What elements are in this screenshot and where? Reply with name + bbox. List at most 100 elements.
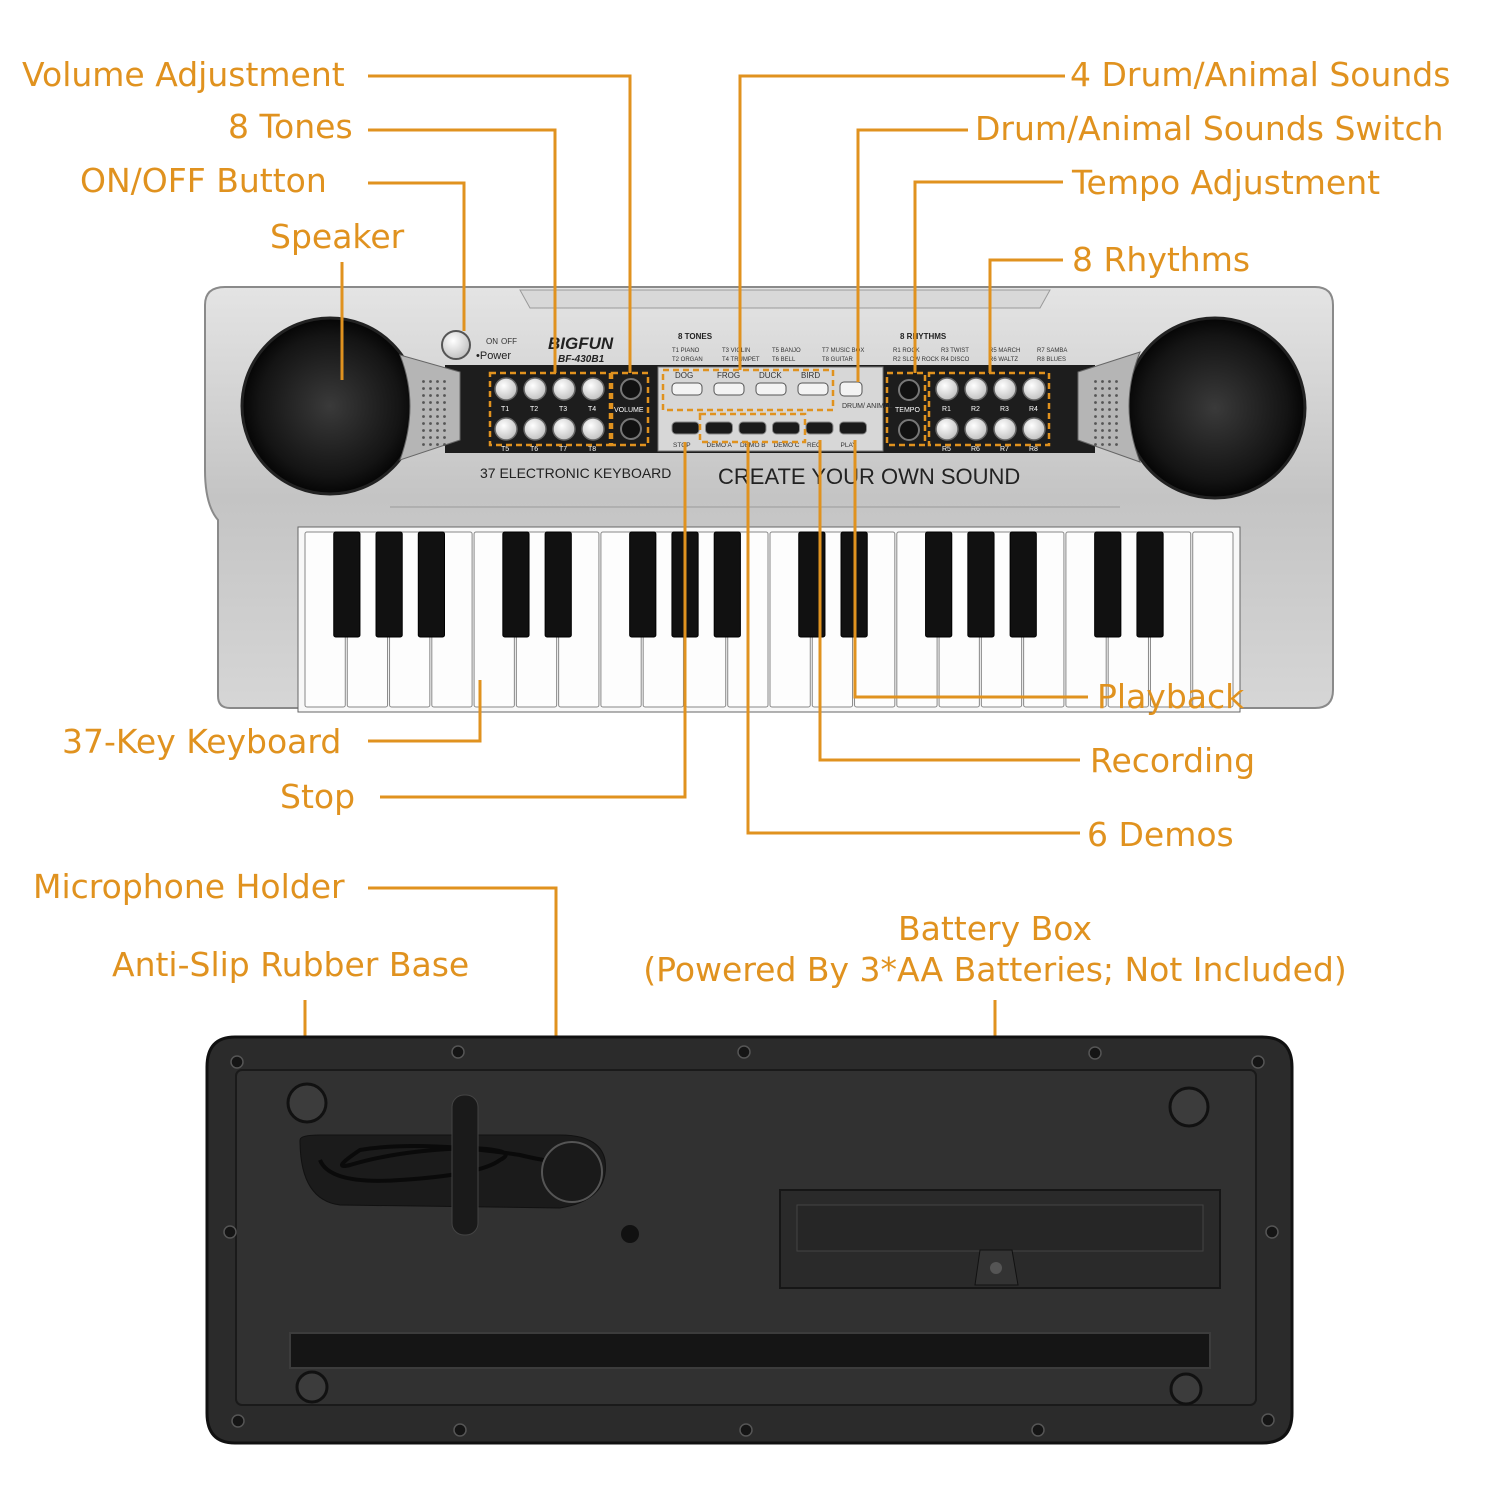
tone-button[interactable] [523,417,547,441]
rubber-foot [286,1082,328,1124]
callout-anti-slip-rubber-base: Anti-Slip Rubber Base [112,945,470,984]
drum-button[interactable] [755,382,787,396]
black-key[interactable] [375,531,403,638]
callout-6-demos: 6 Demos [1087,815,1234,854]
drum-button[interactable] [797,382,829,396]
rhythm-button-label: R5 [942,446,951,453]
keyboard-top-view: ON OFF •Power BIGFUN BF-430B1 8 TONES T1… [204,286,1334,713]
callout-volume-adjustment: Volume Adjustment [22,55,345,94]
power-on-label: ON [486,337,498,346]
tone-name: T7 MUSIC BOX [822,348,864,354]
function-button[interactable] [805,421,834,435]
rhythm-button[interactable] [964,417,988,441]
power-label: •Power [476,350,511,362]
rubber-foot [1168,1086,1210,1128]
black-key[interactable] [333,531,361,638]
rhythm-button-label: R2 [971,406,980,413]
rhythm-button[interactable] [935,417,959,441]
screw-icon [739,1423,753,1437]
rhythm-name: R8 BLUES [1037,357,1066,363]
black-keys[interactable] [333,531,1164,638]
black-key[interactable] [713,531,741,638]
black-key[interactable] [1136,531,1164,638]
tone-button-label: T1 [501,406,509,413]
tempo-up-button[interactable] [898,379,920,401]
black-key[interactable] [629,531,657,638]
microphone-head-icon [541,1141,603,1203]
tone-name: T3 VIOLIN [722,348,750,354]
tone-button[interactable] [552,377,576,401]
tone-button-label: T5 [501,446,509,453]
drum-switch-button[interactable] [839,381,863,397]
brand-logo: BIGFUN [548,334,614,353]
model-text: 37 ELECTRONIC KEYBOARD [480,465,671,481]
black-key[interactable] [417,531,446,638]
rhythms-header: 8 RHYTHMS [900,332,947,341]
drum-button[interactable] [671,382,703,396]
tone-button[interactable] [581,417,605,441]
callout-tempo-adjustment: Tempo Adjustment [1072,163,1381,202]
tone-name: T2 ORGAN [672,357,703,363]
rhythm-name: R6 WALTZ [989,357,1018,363]
callout-37-key-keyboard: 37-Key Keyboard [62,722,342,761]
rhythm-button[interactable] [993,417,1017,441]
callout-on-off-button: ON/OFF Button [80,161,327,200]
rhythm-button[interactable] [935,377,959,401]
rhythm-button[interactable] [993,377,1017,401]
screw-icon [1251,1055,1265,1069]
rhythm-button[interactable] [1022,417,1046,441]
callout-8-rhythms: 8 Rhythms [1072,240,1251,279]
tone-name: T1 PIANO [672,348,700,354]
volume-up-button[interactable] [620,378,642,400]
screw-icon [1031,1423,1045,1437]
tone-button-label: T8 [588,446,596,453]
drum-button-label: DOG [675,371,693,380]
keyboard-bottom-view [205,1035,1294,1445]
tone-button[interactable] [523,377,547,401]
tone-button[interactable] [494,417,518,441]
tone-button-label: T2 [530,406,538,413]
tone-button[interactable] [552,417,576,441]
black-key[interactable] [967,531,995,638]
tone-button[interactable] [494,377,518,401]
tone-name: T5 BANJO [772,348,801,354]
rubber-foot [1169,1372,1203,1406]
tone-button-label: T6 [530,446,538,453]
rhythm-name: R1 ROCK [893,348,920,354]
function-button[interactable] [772,421,800,435]
black-key[interactable] [1094,531,1122,638]
drum-switch-label: DRUM/ ANIMAL [842,403,893,410]
callout-recording: Recording [1090,741,1256,780]
screw-icon [451,1045,465,1059]
left-speaker-icon [240,316,420,496]
black-key[interactable] [502,531,530,638]
callout-microphone-holder: Microphone Holder [33,867,345,906]
rubber-foot [295,1370,329,1404]
drum-button[interactable] [713,382,745,396]
rhythm-button-label: R3 [1000,406,1009,413]
volume-down-button[interactable] [620,418,642,440]
function-button[interactable] [839,421,867,435]
function-button-label: DEMO A [707,442,733,449]
screw-icon [223,1225,237,1239]
rhythm-button[interactable] [1022,377,1046,401]
tempo-down-button[interactable] [898,419,920,441]
battery-box-lid [796,1204,1204,1252]
black-key[interactable] [798,531,826,638]
black-key[interactable] [925,531,953,638]
function-button[interactable] [705,421,733,435]
tone-button-label: T3 [559,406,567,413]
function-button[interactable] [738,421,767,435]
function-button[interactable] [671,421,700,435]
stand-groove [289,1332,1211,1369]
function-button-label: DEMO B [740,442,766,449]
black-key[interactable] [544,531,572,638]
white-key[interactable] [1192,531,1234,708]
power-button[interactable] [441,330,471,360]
left-speaker-dots [418,378,448,448]
tone-button[interactable] [581,377,605,401]
rhythm-button[interactable] [964,377,988,401]
black-key[interactable] [1009,531,1037,638]
